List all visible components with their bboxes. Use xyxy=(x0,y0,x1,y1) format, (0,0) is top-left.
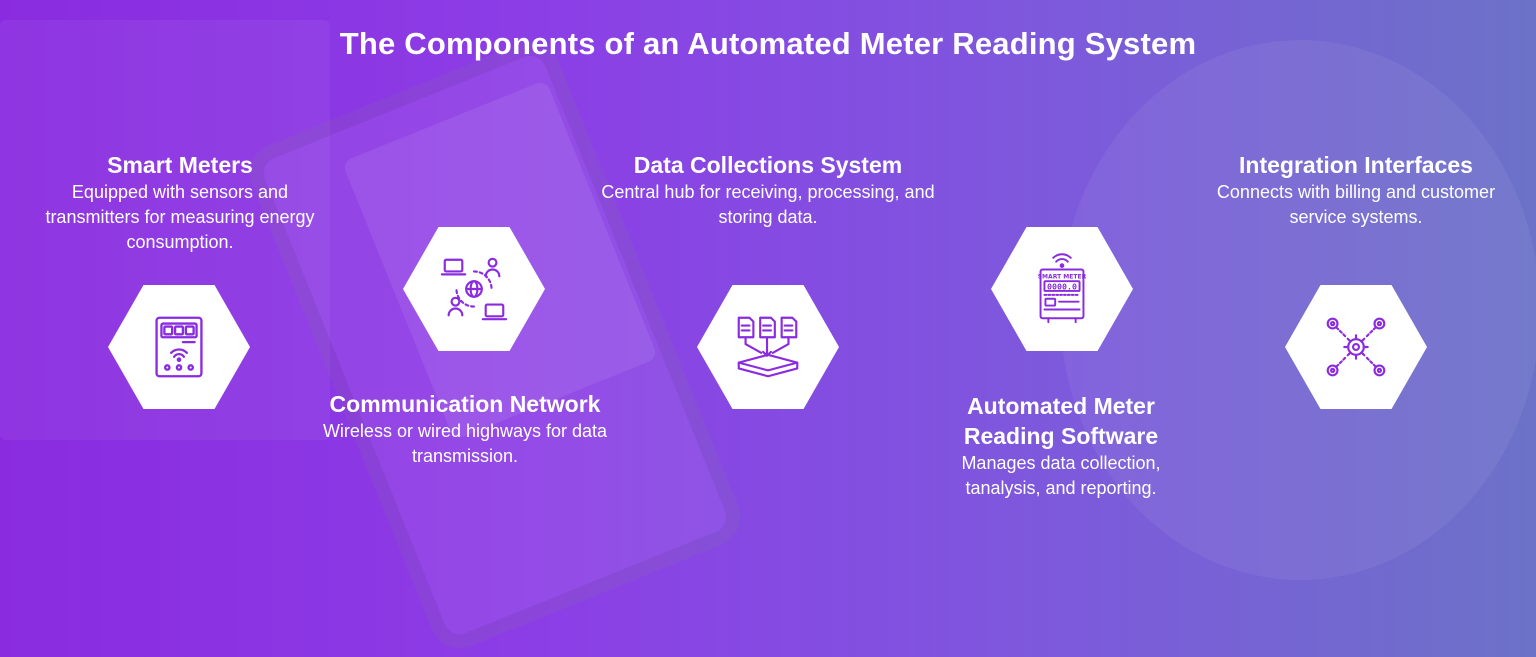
network-globe-icon xyxy=(440,257,508,321)
component-meter-reading-software: Automated Meter Reading Software Manages… xyxy=(925,391,1197,501)
component-description: Manages data collection, tanalysis, and … xyxy=(961,453,1161,498)
smart-meters-hexagon xyxy=(108,285,250,409)
component-description: Wireless or wired highways for data tran… xyxy=(322,421,608,466)
component-description: Connects with billing and customer servi… xyxy=(1216,182,1496,227)
data-collections-hexagon xyxy=(697,285,839,409)
component-description: Equipped with sensors and transmitters f… xyxy=(45,182,315,252)
component-heading: Integration Interfaces xyxy=(1239,152,1473,178)
component-smart-meters: Smart Meters Equipped with sensors and t… xyxy=(30,150,330,255)
component-integration-interfaces: Integration Interfaces Connects with bil… xyxy=(1198,150,1514,230)
gear-network-icon xyxy=(1326,317,1386,377)
component-data-collections-system: Data Collections System Central hub for … xyxy=(600,150,936,230)
component-heading: Automated Meter Reading Software xyxy=(963,393,1159,449)
meter-software-hexagon: SMART METER 0000.0 xyxy=(991,227,1133,351)
communication-network-hexagon xyxy=(403,227,545,351)
component-communication-network: Communication Network Wireless or wired … xyxy=(300,389,630,469)
meter-reading-text: 0000.0 xyxy=(1047,281,1077,291)
component-heading: Communication Network xyxy=(329,391,601,417)
integration-interfaces-hexagon xyxy=(1285,285,1427,409)
component-description: Central hub for receiving, processing, a… xyxy=(601,182,935,227)
component-heading: Data Collections System xyxy=(633,152,903,178)
data-collection-icon xyxy=(737,316,799,378)
smart-meter-icon xyxy=(155,316,203,378)
meter-display-icon: SMART METER 0000.0 xyxy=(1038,253,1087,324)
meter-label-text: SMART METER xyxy=(1038,273,1087,280)
page-title: The Components of an Automated Meter Rea… xyxy=(339,26,1197,61)
component-heading: Smart Meters xyxy=(107,152,253,178)
